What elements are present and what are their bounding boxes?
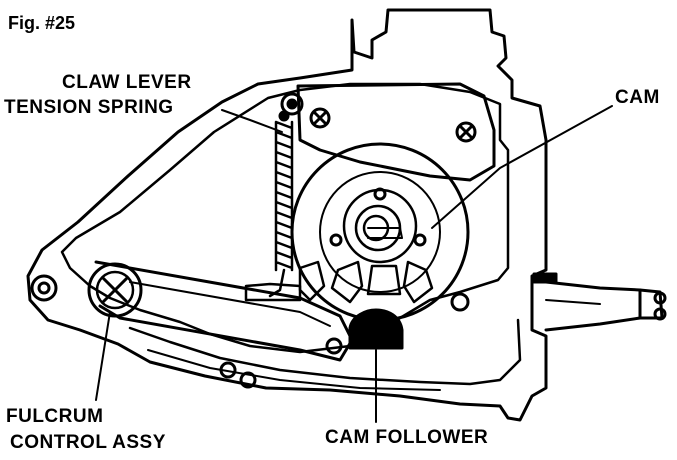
left-mount-hole — [30, 274, 58, 302]
leader-fulcrum — [95, 311, 111, 401]
label-fulcrum: FULCRUM — [6, 406, 104, 427]
lower-channel-rim — [147, 349, 441, 391]
cam-disc-inner — [319, 171, 441, 293]
cover-screw — [309, 107, 331, 129]
top-mount-boss — [280, 92, 304, 116]
cam-follower — [348, 308, 404, 350]
claw-lever-tension-spring — [268, 110, 294, 298]
label-tension-spring: TENSION SPRING — [4, 97, 174, 118]
leader-cam — [431, 105, 613, 229]
label-cam-follower: CAM FOLLOWER — [325, 427, 489, 448]
housing-outline — [26, 8, 548, 422]
fulcrum-screw — [87, 262, 143, 318]
figure-number: Fig. #25 — [8, 13, 76, 33]
connecting-arm — [544, 280, 664, 332]
label-cam: CAM — [615, 87, 660, 108]
control-lever — [94, 260, 354, 362]
label-claw-lever: CLAW LEVER — [62, 72, 192, 93]
label-control-assy: CONTROL ASSY — [10, 432, 166, 453]
cover-screw — [455, 121, 477, 143]
leader-claw-spring — [221, 109, 283, 133]
lower-channel — [128, 318, 522, 386]
